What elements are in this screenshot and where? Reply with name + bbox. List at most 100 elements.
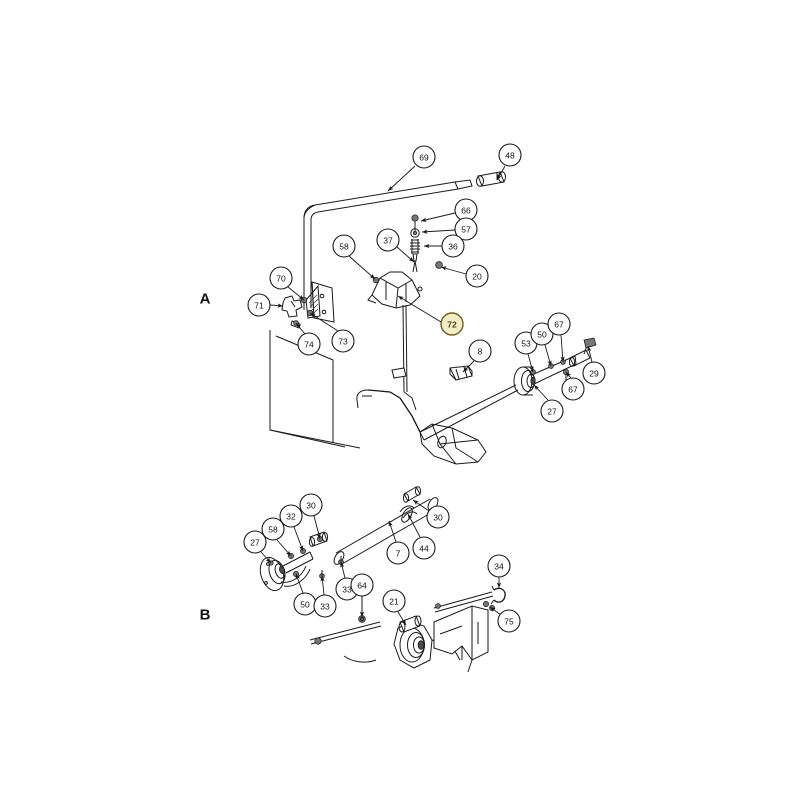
callout-bubble-72[interactable]: 72: [440, 312, 464, 336]
callout-number: 53: [521, 339, 531, 349]
callout-circle: [454, 217, 478, 241]
callout-number: 69: [419, 153, 429, 163]
callout-circle: [487, 554, 511, 578]
callout-number: 36: [448, 242, 458, 252]
part-gearbox-assembly: [393, 615, 461, 669]
callout-number: 29: [589, 369, 599, 379]
callout-bubble-58[interactable]: 58: [332, 234, 356, 258]
callout-leader-29: [587, 345, 593, 363]
callout-circle: [465, 264, 489, 288]
callout-number: 57: [461, 225, 471, 235]
callout-bubble-8[interactable]: 8: [468, 339, 492, 363]
callout-circle: [313, 594, 337, 618]
callout-number: 58: [268, 525, 278, 535]
callout-leader-71: [269, 303, 284, 308]
callout-bubble-27[interactable]: 27: [540, 399, 564, 423]
callout-leader-53: [527, 353, 534, 373]
callout-number: 8: [478, 347, 483, 357]
callout-leader-30: [412, 499, 430, 512]
part-bushing-30: [402, 486, 422, 503]
callout-number: 50: [300, 600, 310, 610]
part-pedal-assembly: [356, 367, 487, 465]
lower-contour: [343, 655, 377, 663]
callout-circle: [243, 530, 267, 554]
callout-circle: [331, 329, 355, 353]
callout-bubble-36[interactable]: 36: [441, 234, 465, 258]
callout-bubble-64[interactable]: 64: [350, 573, 374, 597]
callout-leader-33: [320, 575, 325, 596]
callout-bubble-67[interactable]: 67: [561, 377, 585, 401]
callout-circle: [297, 332, 321, 356]
callout-leader-74: [295, 322, 306, 335]
callout-bubble-34[interactable]: 34: [487, 554, 511, 578]
callout-leader-30: [313, 515, 321, 540]
callout-bubble-21[interactable]: 21: [382, 589, 406, 613]
callout-circle: [468, 339, 492, 363]
callout-bubble-44[interactable]: 44: [412, 536, 436, 560]
callout-bubble-33[interactable]: 33: [313, 594, 337, 618]
callout-bubble-50[interactable]: 50: [530, 322, 554, 346]
callout-bubble-74[interactable]: 74: [297, 332, 321, 356]
callout-number: 30: [433, 513, 443, 523]
section-a-geometry: [269, 171, 597, 465]
callout-bubble-58[interactable]: 58: [261, 517, 285, 541]
callout-number: 66: [461, 206, 471, 216]
callout-bubble-70[interactable]: 70: [269, 266, 293, 290]
callout-number: 67: [554, 320, 564, 330]
part-pivot-plate: [305, 281, 335, 323]
callout-leader-67: [560, 334, 565, 363]
callout-number: 27: [547, 407, 557, 417]
part-control-rod: [402, 304, 405, 393]
callout-circle: [247, 293, 271, 317]
callout-number: 33: [342, 585, 352, 595]
callout-bubble-50[interactable]: 50: [293, 592, 317, 616]
callout-number: 30: [306, 501, 316, 511]
callout-bubble-30[interactable]: 30: [426, 505, 450, 529]
callout-number: 71: [254, 301, 264, 311]
callout-circle: [498, 143, 522, 167]
part-main-bracket: [367, 271, 423, 309]
callout-number: 58: [339, 242, 349, 252]
callout-circle: [582, 361, 606, 385]
callout-bubble-67[interactable]: 67: [547, 312, 571, 336]
callout-bubble-73[interactable]: 73: [331, 329, 355, 353]
callout-circle: [561, 377, 585, 401]
callout-number: 48: [505, 151, 515, 161]
callout-bubble-29[interactable]: 29: [582, 361, 606, 385]
callout-circle: [540, 399, 564, 423]
callout-bubble-48[interactable]: 48: [498, 143, 522, 167]
callout-leader-48: [496, 165, 506, 181]
callout-number: 73: [338, 337, 348, 347]
callout-leaders-layer: [260, 165, 593, 626]
callout-leader-75: [489, 606, 502, 616]
callout-circle: [261, 517, 285, 541]
callout-bubble-71[interactable]: 71: [247, 293, 271, 317]
callout-bubble-7[interactable]: 7: [386, 541, 410, 565]
callout-leader-50: [544, 344, 552, 367]
callout-leader-33: [340, 561, 346, 579]
callout-bubble-69[interactable]: 69: [412, 145, 436, 169]
callout-bubble-37[interactable]: 37: [376, 228, 400, 252]
callout-bubble-75[interactable]: 75: [497, 609, 521, 633]
callout-circle: [382, 589, 406, 613]
callout-bubble-20[interactable]: 20: [465, 264, 489, 288]
callout-bubble-27[interactable]: 27: [243, 530, 267, 554]
callout-circle: [426, 505, 450, 529]
callout-leader-32: [293, 526, 304, 552]
callout-bubble-30[interactable]: 30: [299, 493, 323, 517]
callout-bubble-32[interactable]: 32: [279, 504, 303, 528]
callout-number: 70: [276, 274, 286, 284]
callout-circle: [440, 312, 464, 336]
callout-bubble-57[interactable]: 57: [454, 217, 478, 241]
callout-circle: [332, 234, 356, 258]
callout-circle: [376, 228, 400, 252]
callout-leader-58: [276, 539, 292, 557]
callout-leader-70: [287, 286, 305, 301]
callout-number: 75: [504, 617, 514, 627]
callout-leader-27: [533, 384, 549, 401]
callout-number: 32: [286, 512, 296, 522]
part-hub-pulley-b: [259, 551, 314, 592]
